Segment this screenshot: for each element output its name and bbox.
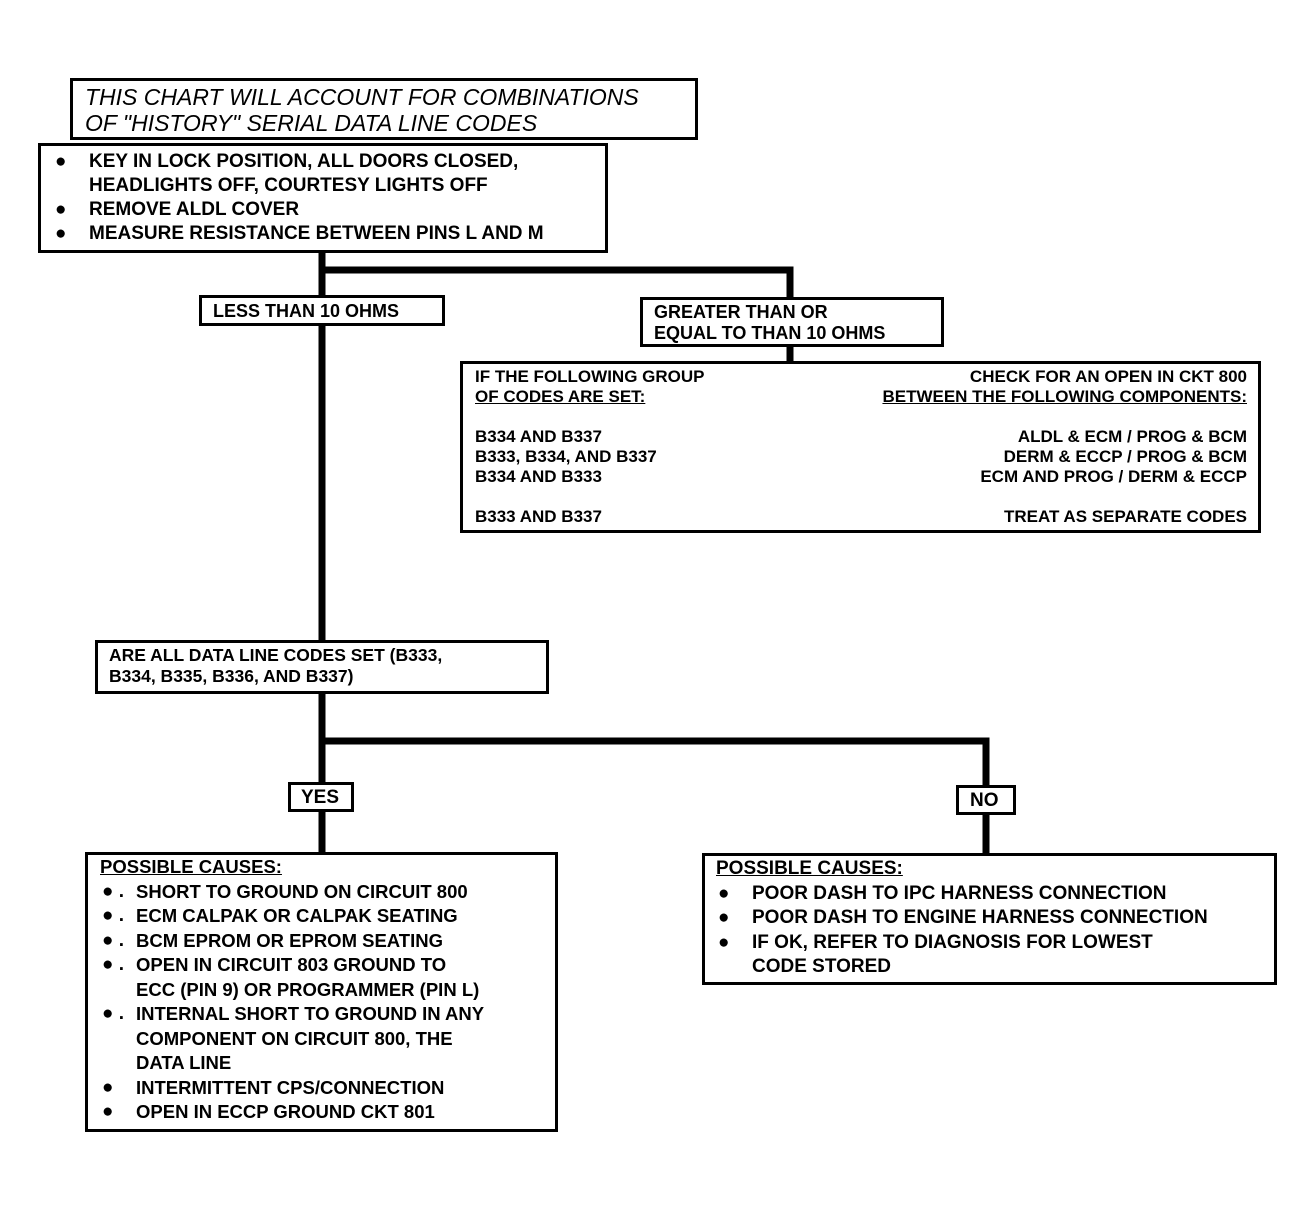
question-box: ARE ALL DATA LINE CODES SET (B333, B334,…	[95, 640, 549, 694]
cause-text: ECC (PIN 9) OR PROGRAMMER (PIN L)	[136, 978, 480, 1000]
row-codes: B334 AND B333	[475, 467, 602, 486]
cause-item: ● . ECM CALPAK OR CALPAK SEATING	[100, 904, 555, 929]
bullet-icon: ● .	[102, 929, 125, 951]
cause-item: ● INTERMITTENT CPS/CONNECTION	[100, 1076, 555, 1101]
cause-text: OPEN IN CIRCUIT 803 GROUND TO	[136, 954, 447, 975]
cause-item: ● . BCM EPROM OR EPROM SEATING	[100, 929, 555, 954]
table-header-row: OF CODES ARE SET: BETWEEN THE FOLLOWING …	[475, 387, 1247, 407]
header-components: BETWEEN THE FOLLOWING COMPONENTS:	[882, 387, 1247, 406]
cause-text: POOR DASH TO ENGINE HARNESS CONNECTION	[752, 907, 1208, 928]
row-components: DERM & ECCP / PROG & BCM	[1003, 447, 1247, 466]
step-text: KEY IN LOCK POSITION, ALL DOORS CLOSED,	[89, 151, 519, 172]
question-text: ARE ALL DATA LINE CODES SET (B333,	[109, 645, 443, 665]
table-row: B333 AND B337 TREAT AS SEPARATE CODES	[475, 507, 1247, 527]
yes-possible-causes-box: POSSIBLE CAUSES: ● . SHORT TO GROUND ON …	[85, 852, 558, 1132]
bullet-icon: ●	[718, 882, 730, 904]
cause-item: ● POOR DASH TO ENGINE HARNESS CONNECTION	[716, 906, 1274, 931]
cause-item: ● . OPEN IN CIRCUIT 803 GROUND TO ECC (P…	[100, 953, 555, 1002]
row-components: ALDL & ECM / PROG & BCM	[1017, 427, 1247, 446]
answer-no-box: NO	[956, 785, 1016, 815]
answer-label: YES	[301, 787, 340, 808]
title-line: OF "HISTORY" SERIAL DATA LINE CODES	[85, 110, 538, 136]
cause-text: CODE STORED	[752, 956, 892, 977]
bullet-icon: ●	[718, 931, 730, 953]
causes-heading: POSSIBLE CAUSES:	[100, 856, 282, 877]
answer-label: NO	[970, 790, 999, 811]
branch-less-than-10-ohms: LESS THAN 10 OHMS	[199, 295, 445, 326]
code-combination-table: IF THE FOLLOWING GROUP CHECK FOR AN OPEN…	[460, 361, 1261, 533]
step-text: HEADLIGHTS OFF, COURTESY LIGHTS OFF	[89, 175, 488, 196]
chart-title-box: THIS CHART WILL ACCOUNT FOR COMBINATIONS…	[70, 78, 698, 140]
step-item: ● MEASURE RESISTANCE BETWEEN PINS L AND …	[53, 222, 605, 246]
step-text: MEASURE RESISTANCE BETWEEN PINS L AND M	[89, 223, 544, 244]
cause-text: IF OK, REFER TO DIAGNOSIS FOR LOWEST	[752, 931, 1153, 953]
cause-item: ● OPEN IN ECCP GROUND CKT 801	[100, 1100, 555, 1125]
bullet-icon: ●	[55, 223, 67, 244]
bullet-icon: ● .	[102, 1003, 125, 1024]
causes-heading: POSSIBLE CAUSES:	[716, 858, 903, 879]
cause-text: SHORT TO GROUND ON CIRCUIT 800	[136, 880, 468, 902]
title-line: THIS CHART WILL ACCOUNT FOR COMBINATIONS	[85, 84, 639, 110]
cause-text: INTERNAL SHORT TO GROUND IN ANY	[136, 1003, 485, 1024]
step-text: REMOVE ALDL COVER	[89, 199, 300, 220]
cause-item: ● POOR DASH TO IPC HARNESS CONNECTION	[716, 882, 1274, 907]
bullet-icon: ● .	[102, 905, 125, 926]
cause-text: INTERMITTENT CPS/CONNECTION	[136, 1076, 445, 1098]
cause-text: OPEN IN ECCP GROUND CKT 801	[136, 1101, 435, 1122]
answer-yes-box: YES	[288, 782, 354, 812]
row-components: TREAT AS SEPARATE CODES	[1003, 507, 1247, 526]
cause-text: ECM CALPAK OR CALPAK SEATING	[136, 905, 458, 926]
step-item: ● REMOVE ALDL COVER	[53, 198, 605, 222]
test-steps-box: ● KEY IN LOCK POSITION, ALL DOORS CLOSED…	[38, 143, 608, 253]
table-row: B333, B334, AND B337 DERM & ECCP / PROG …	[475, 447, 1247, 467]
header-codes: IF THE FOLLOWING GROUP	[475, 367, 705, 386]
bullet-icon: ●	[55, 199, 67, 220]
no-possible-causes-box: POSSIBLE CAUSES: ● POOR DASH TO IPC HARN…	[702, 853, 1277, 985]
cause-item: ● IF OK, REFER TO DIAGNOSIS FOR LOWEST C…	[716, 931, 1274, 980]
table-row: B334 AND B337 ALDL & ECM / PROG & BCM	[475, 427, 1247, 447]
branch-greater-equal-10-ohms: GREATER THAN OR EQUAL TO THAN 10 OHMS	[640, 297, 944, 347]
table-header-row: IF THE FOLLOWING GROUP CHECK FOR AN OPEN…	[475, 367, 1247, 387]
cause-text: DATA LINE	[136, 1052, 232, 1073]
header-codes: OF CODES ARE SET:	[475, 387, 646, 406]
bullet-icon: ●	[55, 151, 67, 172]
cause-text: COMPONENT ON CIRCUIT 800, THE	[136, 1027, 453, 1049]
row-components: ECM AND PROG / DERM & ECCP	[980, 467, 1247, 486]
bullet-icon: ●	[102, 1101, 114, 1122]
row-codes: B333, B334, AND B337	[475, 447, 657, 466]
cause-item: ● . SHORT TO GROUND ON CIRCUIT 800	[100, 880, 555, 905]
question-text: B334, B335, B336, AND B337)	[109, 666, 354, 686]
header-components: CHECK FOR AN OPEN IN CKT 800	[969, 367, 1247, 386]
cause-item: ● . INTERNAL SHORT TO GROUND IN ANY COMP…	[100, 1002, 555, 1076]
cause-text: POOR DASH TO IPC HARNESS CONNECTION	[752, 882, 1167, 904]
bullet-icon: ●	[102, 1076, 114, 1098]
bullet-icon: ●	[718, 907, 730, 928]
branch-label: LESS THAN 10 OHMS	[213, 301, 400, 321]
cause-text: BCM EPROM OR EPROM SEATING	[136, 929, 443, 951]
bullet-icon: ● .	[102, 954, 125, 975]
step-item: ● KEY IN LOCK POSITION, ALL DOORS CLOSED…	[53, 150, 605, 198]
table-row: B334 AND B333 ECM AND PROG / DERM & ECCP	[475, 467, 1247, 487]
branch-label: GREATER THAN OR	[654, 302, 828, 322]
branch-label: EQUAL TO THAN 10 OHMS	[654, 323, 886, 343]
bullet-icon: ● .	[102, 880, 125, 902]
row-codes: B333 AND B337	[475, 507, 602, 526]
row-codes: B334 AND B337	[475, 427, 602, 446]
